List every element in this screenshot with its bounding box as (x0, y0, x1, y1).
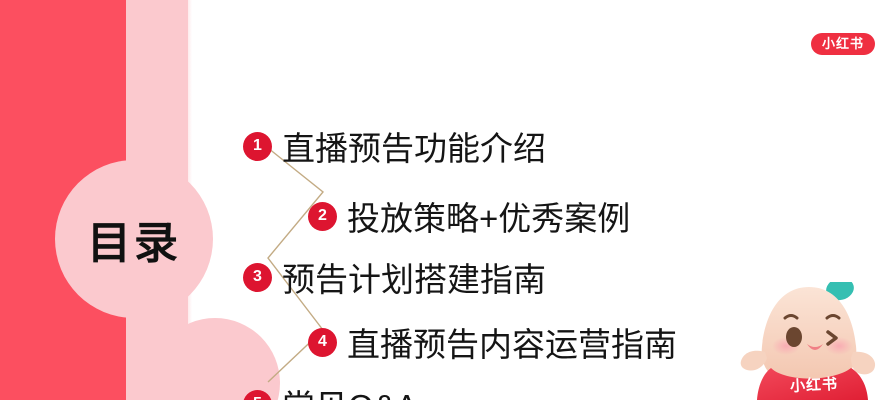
toc-title-label: 目录 (87, 219, 181, 268)
mascot-right-eye-wink (826, 330, 838, 346)
mascot-right-eyebrow (825, 314, 841, 320)
toc-item-label: 投放策略+优秀案例 (347, 200, 631, 237)
toc-item-2[interactable]: 2 投放策略+优秀案例 (308, 192, 630, 240)
mascot-left-arm (740, 350, 767, 371)
mascot-mouth (807, 344, 823, 350)
mascot-left-eyebrow (783, 314, 799, 320)
mascot-character-icon (740, 282, 876, 400)
toc-item-number-badge: 3 (243, 262, 272, 292)
mascot-shirt (757, 368, 868, 400)
toc-item-label: 直播预告功能介绍 (282, 130, 546, 167)
mascot-shirt-label: 小红书 (789, 375, 839, 396)
toc-item-label: 常见Q&A (282, 380, 418, 400)
xiaohongshu-logo-icon: 小红书 (810, 33, 875, 55)
toc-item-3[interactable]: 3 预告计划搭建指南 (243, 253, 546, 301)
toc-title-bubble (55, 160, 213, 318)
toc-item-number-badge: 1 (243, 131, 272, 161)
toc-item-label: 直播预告内容运营指南 (347, 326, 677, 363)
mascot-head (761, 287, 857, 386)
mascot-right-arm (851, 351, 876, 375)
toc-item-label: 预告计划搭建指南 (282, 261, 546, 298)
mascot-right-cheek (825, 337, 853, 355)
toc-item-number-badge: 2 (308, 201, 337, 231)
toc-item-number-badge: 5 (243, 389, 272, 400)
toc-item-5[interactable]: 5 常见Q&A (243, 380, 418, 400)
toc-item-1[interactable]: 1 直播预告功能介绍 (243, 122, 546, 170)
toc-item-number-badge: 4 (308, 327, 337, 357)
toc-item-4[interactable]: 4 直播预告内容运营指南 (308, 318, 677, 366)
mascot-left-eye (786, 327, 802, 347)
